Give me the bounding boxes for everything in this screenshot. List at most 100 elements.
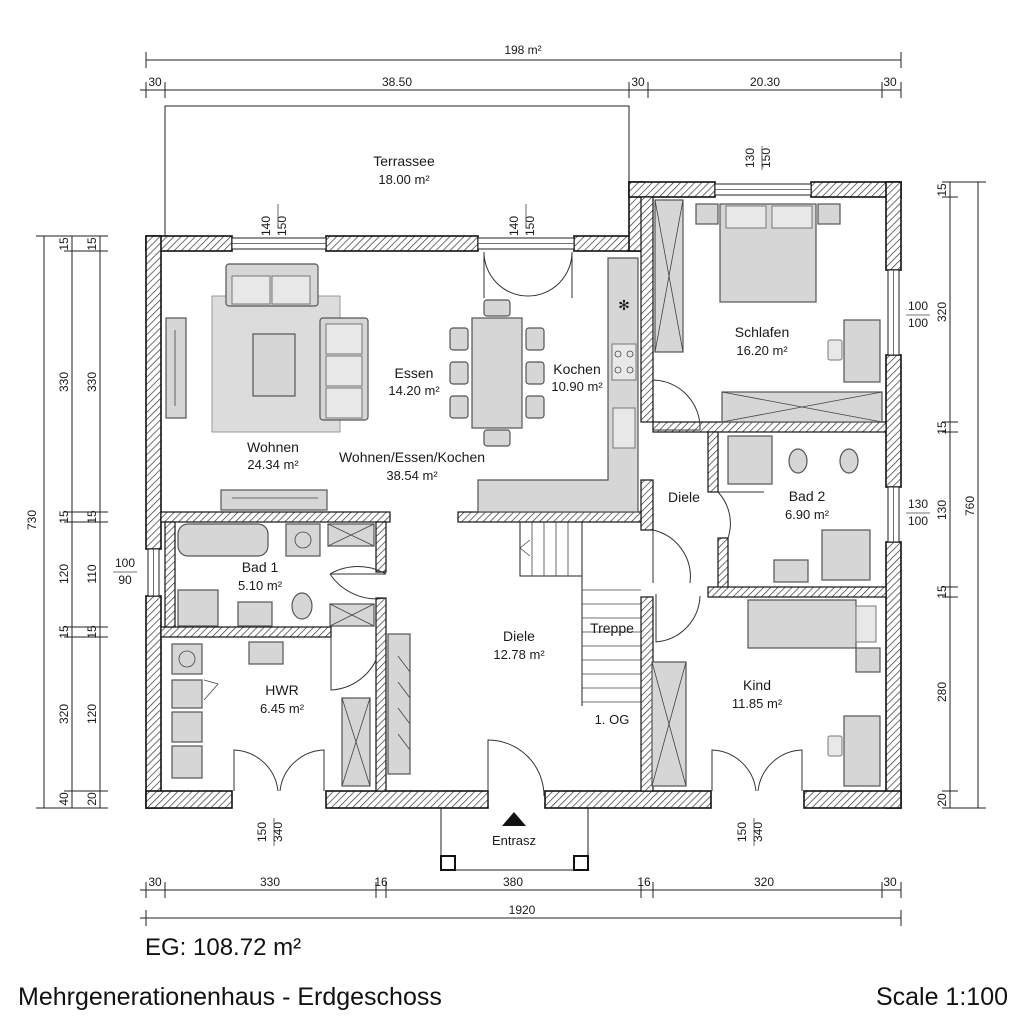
bad1-label: Bad 1: [242, 559, 279, 575]
left-outer-dim-2: 330: [57, 372, 71, 392]
dimension-labels: 198 m² 30 38.50 30 20.30 30 30 330 16 38…: [25, 43, 977, 917]
wek-area: 38.54 m²: [386, 468, 438, 483]
hwr-label: HWR: [265, 682, 298, 698]
wek-label: Wohnen/Essen/Kochen: [339, 449, 485, 465]
stairs: [519, 522, 641, 706]
window-schlafen-right-1: 100: [908, 299, 928, 313]
left-outer-dim-3: 15: [57, 510, 71, 524]
essen-area: 14.20 m²: [388, 383, 440, 398]
top-dim-5: 30: [883, 75, 897, 89]
wohnen-area: 24.34 m²: [247, 457, 299, 472]
top-dim-1: 30: [148, 75, 162, 89]
window-bad1-left-2: 90: [118, 573, 132, 587]
diele-label: Diele: [503, 628, 535, 644]
window-essen-top-1: 140: [507, 216, 521, 236]
top-dim-4: 20.30: [750, 75, 780, 89]
plan-title: Mehrgenerationenhaus - Erdgeschoss: [18, 983, 442, 1011]
scale-label: Scale 1:100: [875, 983, 1008, 1011]
dimension-lines: [36, 52, 986, 926]
bedroom-furniture: [654, 199, 883, 423]
bathroom-2-fixtures: [727, 435, 871, 583]
schlafen-label: Schlafen: [735, 324, 789, 340]
right-dim-5: 15: [935, 585, 949, 599]
room-labels: Terrassee 18.00 m² Wohnen 24.34 m² Essen…: [238, 153, 830, 848]
window-hwr-bottom-2: 340: [271, 822, 285, 842]
left-inner-dim-4: 110: [85, 564, 99, 583]
svg-text:✻: ✻: [618, 297, 630, 313]
treppe-label: Treppe: [590, 620, 634, 636]
wohnen-label: Wohnen: [247, 439, 299, 455]
kids-room-furniture: [651, 599, 881, 787]
terrace-label: Terrassee: [373, 153, 435, 169]
right-dim-1: 15: [935, 183, 949, 197]
diele-right-label: Diele: [668, 489, 700, 505]
bottom-dim-6: 320: [754, 875, 774, 889]
bathroom-1-fixtures: [177, 523, 375, 627]
left-outer-dim-1: 15: [57, 237, 71, 251]
window-hwr-bottom-1: 150: [255, 822, 269, 842]
right-dim-6: 280: [935, 682, 949, 702]
schlafen-area: 16.20 m²: [736, 343, 788, 358]
left-outer-dim-4: 120: [57, 564, 71, 584]
window-bad1-left-1: 100: [115, 556, 135, 570]
left-inner-dim-7: 20: [85, 792, 99, 806]
left-outer-dim-6: 320: [57, 704, 71, 724]
window-wohnen-top-2: 150: [275, 216, 289, 236]
window-kind-bottom-1: 150: [735, 822, 749, 842]
treppe-sub-label: 1. OG: [595, 712, 630, 727]
living-furniture: [165, 263, 369, 511]
terrace-area: 18.00 m²: [378, 172, 430, 187]
windows: [147, 183, 900, 597]
floor-area-label: EG: 108.72 m²: [145, 934, 302, 961]
right-total-dim: 760: [963, 496, 977, 516]
window-wohnen-top-1: 140: [259, 216, 273, 236]
window-schlafen-top-2: 150: [759, 148, 773, 168]
bottom-total-dim: 1920: [509, 903, 536, 917]
left-inner-dim-6: 120: [85, 704, 99, 724]
entrance-label: Entrasz: [492, 833, 536, 848]
left-total-dim: 730: [25, 510, 39, 530]
bottom-dim-4: 380: [503, 875, 523, 889]
left-inner-dim-1: 15: [85, 237, 99, 251]
doors: [233, 251, 803, 806]
bottom-dim-5: 16: [637, 875, 651, 889]
interior-walls: [160, 196, 887, 792]
top-total-dim: 198 m²: [504, 43, 541, 57]
essen-label: Essen: [395, 365, 434, 381]
right-dim-2: 320: [935, 302, 949, 322]
kind-area: 11.85 m²: [732, 696, 783, 711]
kochen-label: Kochen: [553, 361, 600, 377]
diele-area: 12.78 m²: [493, 647, 545, 662]
terrace: [164, 105, 630, 240]
window-bad2-right-1: 130: [908, 497, 928, 511]
utility-room-fixtures: [171, 633, 411, 787]
left-inner-dim-3: 15: [85, 510, 99, 524]
bottom-dim-2: 330: [260, 875, 280, 889]
bottom-dim-1: 30: [148, 875, 162, 889]
left-outer-dim-5: 15: [57, 625, 71, 639]
right-dim-7: 20: [935, 793, 949, 807]
bad2-area: 6.90 m²: [785, 507, 830, 522]
right-dim-3: 15: [935, 421, 949, 435]
hwr-area: 6.45 m²: [260, 701, 305, 716]
window-kind-bottom-2: 340: [751, 822, 765, 842]
window-essen-top-2: 150: [523, 216, 537, 236]
window-schlafen-top-1: 130: [743, 148, 757, 168]
entrance-porch: [440, 808, 589, 871]
window-labels: 140 150 140 150 130 150 100 100 130 100 …: [113, 146, 930, 846]
window-schlafen-right-2: 100: [908, 316, 928, 330]
dining-kitchen-furniture: ✻: [449, 257, 639, 513]
bottom-dim-3: 16: [374, 875, 388, 889]
bottom-dim-7: 30: [883, 875, 897, 889]
left-inner-dim-5: 15: [85, 625, 99, 639]
left-inner-dim-2: 330: [85, 372, 99, 392]
bad1-area: 5.10 m²: [238, 578, 283, 593]
bad2-label: Bad 2: [789, 488, 826, 504]
top-dim-2: 38.50: [382, 75, 412, 89]
exterior-walls: [145, 181, 902, 809]
left-outer-dim-7: 40: [57, 792, 71, 806]
right-dim-4: 130: [935, 500, 949, 520]
window-bad2-right-2: 100: [908, 514, 928, 528]
top-dim-3: 30: [631, 75, 645, 89]
